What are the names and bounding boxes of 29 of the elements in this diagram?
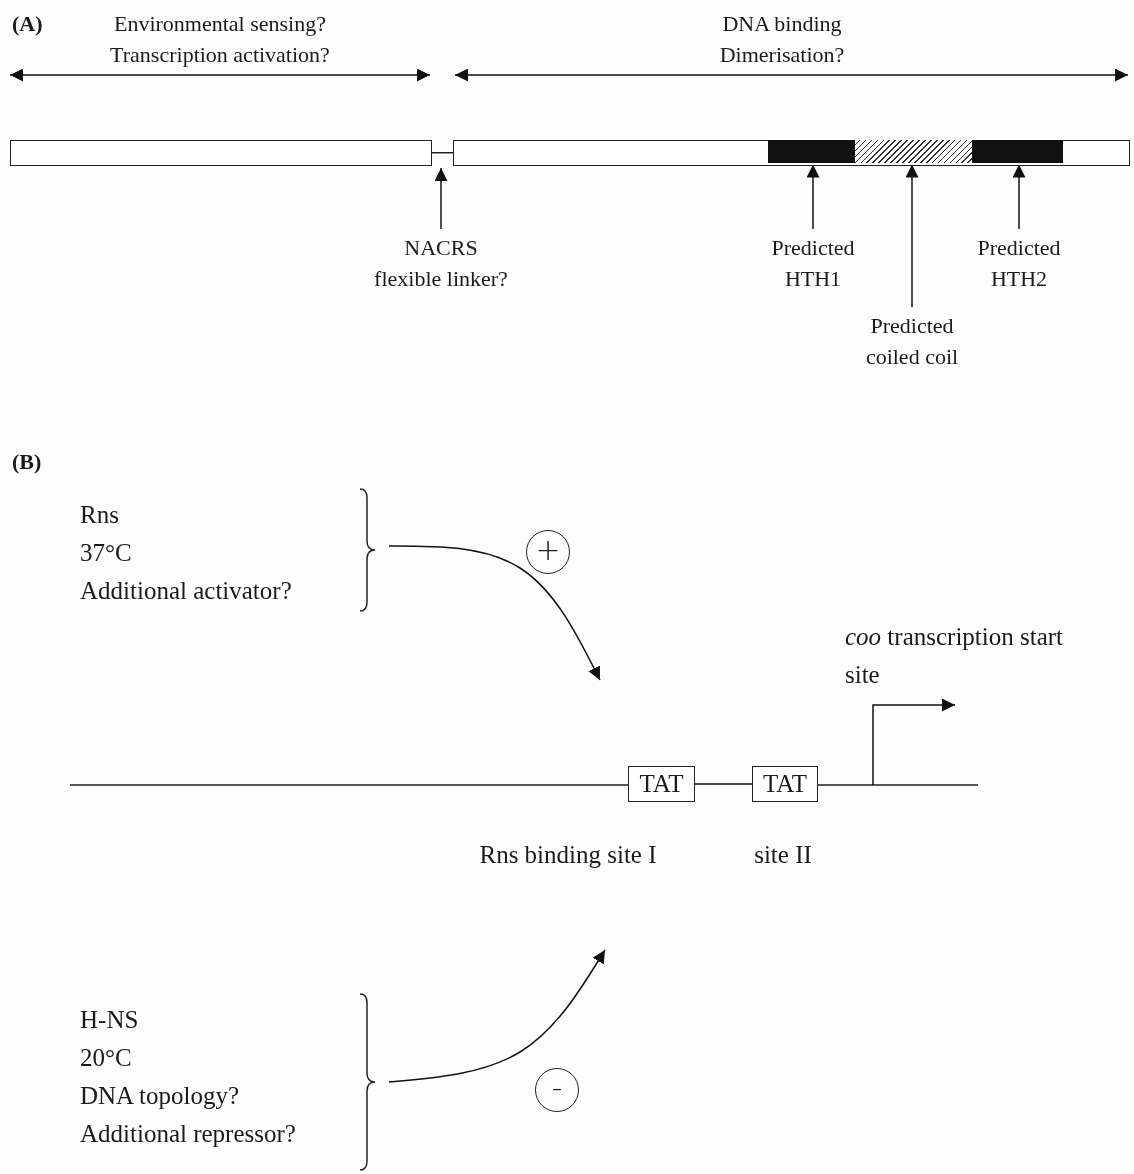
factor-label: Additional repressor? xyxy=(80,1119,296,1149)
panel-label: (A) xyxy=(12,10,44,38)
factor-label: Additional activator? xyxy=(80,576,292,606)
factor-label: Rns xyxy=(80,500,119,530)
dna-line xyxy=(694,783,753,785)
binding-site-box: TAT xyxy=(628,766,695,802)
factor-label: 37°C xyxy=(80,538,132,568)
annotation-label: Predicted HTH2 xyxy=(959,232,1079,294)
text-label: DNA binding Dimerisation? xyxy=(718,10,846,69)
curved-arrow xyxy=(388,949,606,1083)
annotation-label: Predicted HTH1 xyxy=(753,232,873,294)
text-label: site II xyxy=(753,840,813,870)
factor-label: DNA topology? xyxy=(80,1081,240,1111)
factor-label: 20°C xyxy=(80,1043,132,1073)
hth-segment xyxy=(767,139,855,163)
factor-label: H-NS xyxy=(80,1005,139,1035)
protein-domain-bar xyxy=(10,140,432,166)
text-label: coo transcription start site xyxy=(845,622,1064,690)
arrow xyxy=(434,167,448,230)
text-label: Environmental sensing? Transcription activation? xyxy=(109,10,331,69)
protein-domain-bar xyxy=(453,140,1130,166)
annotation-label: Predicted coiled coil xyxy=(842,310,982,372)
hth-segment xyxy=(971,139,1063,163)
binding-site-box: TAT xyxy=(752,766,818,802)
text-label: Rns binding site I xyxy=(478,840,658,870)
panel-label: (B) xyxy=(12,448,43,476)
annotation-label: NACRS flexible linker? xyxy=(370,232,512,294)
curved-arrow xyxy=(388,545,601,681)
coiled-coil-segment xyxy=(854,139,972,163)
